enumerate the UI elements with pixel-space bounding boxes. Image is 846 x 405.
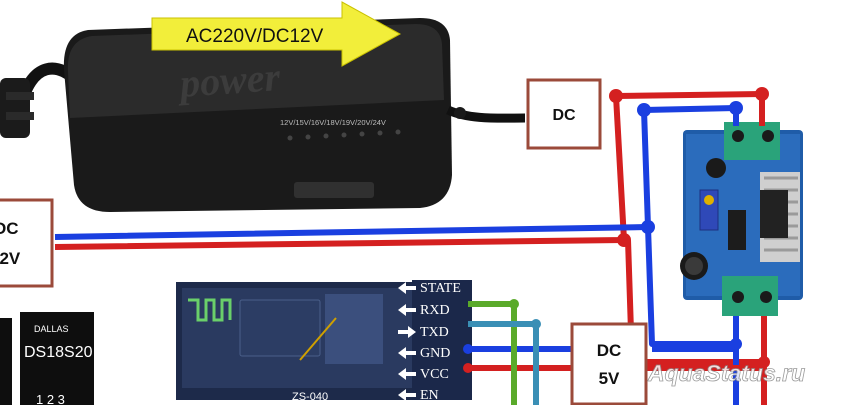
watermark: AquaStatus.ru [647, 360, 805, 386]
bluetooth-module: ZS-040 [176, 280, 472, 403]
pin-en: EN [398, 388, 439, 403]
pin-vcc-label: VCC [420, 367, 449, 382]
pin-rxd-label: RXD [420, 303, 450, 318]
pin-txd-label: TXD [420, 325, 449, 340]
label-dc-12v-line1: DC [0, 219, 19, 238]
sensor-maker-label: DALLAS [34, 324, 69, 334]
temperature-sensor: DALLAS DS18S20 1 2 3 [0, 312, 94, 405]
label-dc-5v-line1: DC [597, 341, 622, 360]
pin-gnd-label: GND [420, 346, 450, 361]
adapter-brand-text: power [176, 54, 282, 106]
pin-gnd: GND [398, 346, 450, 361]
adapter-voltage-text: 12V/15V/16V/18V/19V/20V/24V [280, 118, 386, 127]
label-dc-12v: DC 12V [0, 198, 54, 288]
label-dc-5v-line2: 5V [599, 369, 620, 388]
pin-rxd: RXD [398, 303, 450, 318]
label-dc-top-text: DC [552, 107, 576, 124]
pin-en-label: EN [420, 388, 439, 403]
bt-model-label: ZS-040 [292, 391, 328, 403]
label-dc-5v: DC 5V [570, 322, 648, 405]
pin-vcc: VCC [398, 367, 449, 382]
label-dc-top: DC [526, 78, 602, 150]
wire-bt-rxd [468, 301, 517, 405]
label-dc-12v-line2: 12V [0, 249, 21, 268]
wire-5v-negative-feed [645, 226, 739, 347]
sensor-pins-label: 1 2 3 [36, 392, 65, 405]
input-terminal [724, 122, 780, 160]
wire-junctions [463, 87, 770, 373]
buck-converter-module [680, 122, 803, 316]
arrow-icon: AC220V/DC12V [151, 1, 402, 67]
adapter-arrow-label: AC220V/DC12V [186, 26, 324, 47]
pin-txd: TXD [398, 325, 449, 340]
bt-pin-labels: STATE RXD TXD GND VCC EN [398, 281, 461, 403]
ac-plug [0, 78, 30, 138]
sensor-model-label: DS18S20 [24, 344, 93, 361]
wire-5v-positive-feed [625, 239, 767, 365]
pin-state-label: STATE [420, 281, 461, 296]
wire-bt-txd [468, 321, 539, 405]
pin-state: STATE [398, 281, 461, 296]
